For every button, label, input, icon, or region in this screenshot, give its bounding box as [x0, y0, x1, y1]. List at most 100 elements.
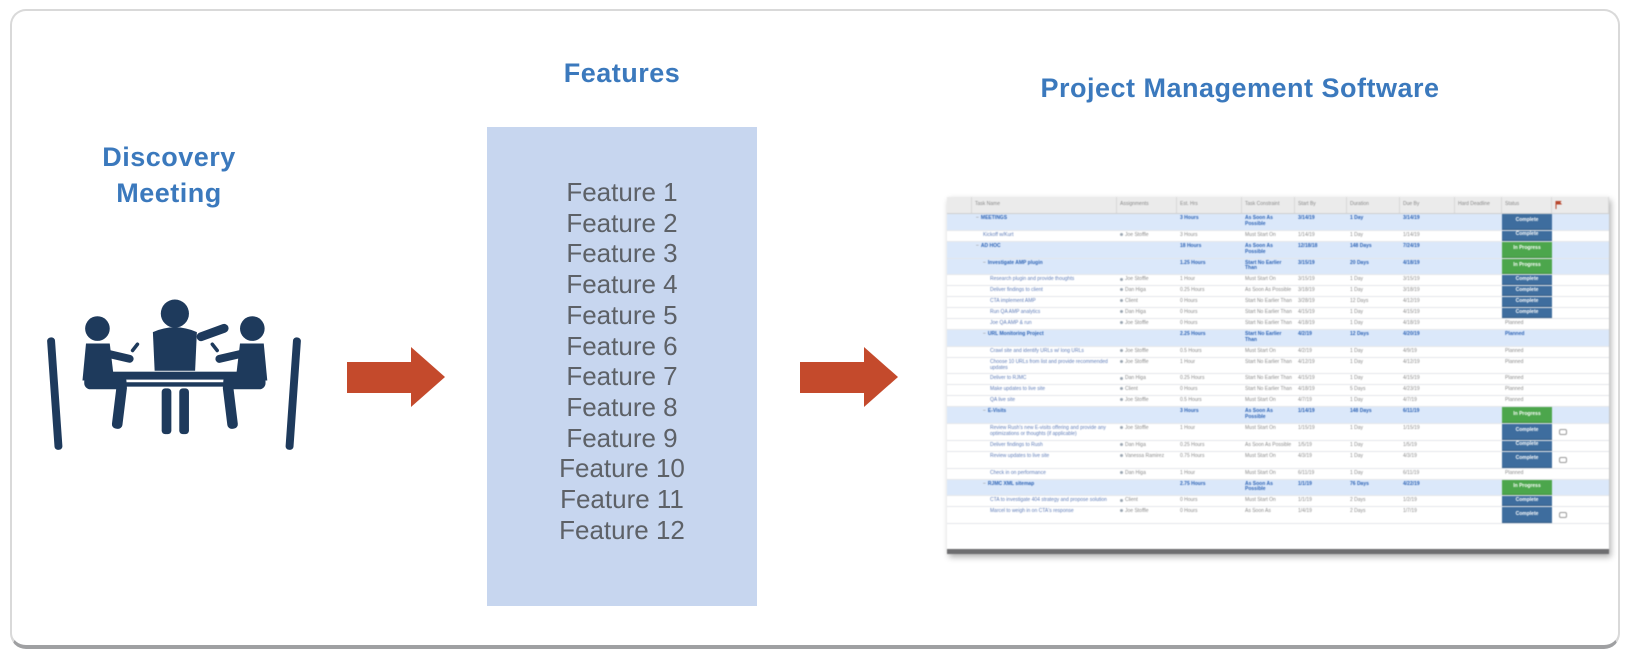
table-cell: −Investigate AMP plugin: [983, 259, 1043, 266]
table-cell: [1552, 469, 1609, 479]
table-cell: 4/20/19: [1403, 330, 1420, 337]
table-column-header: Est. Hrs: [1177, 197, 1242, 213]
table-cell: [1552, 480, 1609, 496]
status-badge: Complete: [1502, 297, 1552, 308]
table-cell: 1/14/19: [1298, 231, 1315, 238]
table-column-header: Assignments: [1117, 197, 1177, 213]
table-cell: Start No Earlier Than: [1245, 319, 1292, 326]
table-cell: 1 Day: [1350, 375, 1364, 382]
table-cell: 1/14/19: [1298, 408, 1315, 415]
table-cell: [947, 496, 972, 506]
feature-list-item: Feature 2: [566, 207, 678, 238]
feature-list-item: Feature 7: [566, 361, 678, 392]
table-cell: 20 Days: [1350, 259, 1369, 266]
table-cell: 1 Day: [1350, 215, 1364, 221]
table-column-header: Due By: [1400, 197, 1455, 213]
table-row: CTA to investigate 404 strategy and prop…: [947, 496, 1609, 508]
table-cell: Must Start On: [1245, 347, 1276, 354]
table-cell: As Soon As Possible: [1245, 408, 1273, 421]
avatar-icon: [1120, 288, 1123, 292]
table-cell: [1552, 242, 1609, 258]
table-cell: Dan Higa: [1117, 308, 1177, 318]
table-cell: [947, 242, 972, 258]
discovery-meeting-title: Discovery Meeting: [102, 142, 236, 208]
table-cell: Start No Earlier Than: [1245, 375, 1292, 382]
table-cell: 1 Hour: [1180, 358, 1196, 365]
table-cell: [947, 441, 972, 451]
feature-list-item: Feature 12: [559, 514, 685, 545]
table-cell: Joe Stoffle: [1117, 358, 1177, 374]
table-cell: [1455, 275, 1502, 285]
table-cell: As Soon As Possible: [1245, 242, 1273, 255]
table-cell: [1117, 480, 1177, 496]
table-cell: [1552, 214, 1609, 230]
table-cell: [947, 214, 972, 230]
table-column-header: Status: [1502, 197, 1552, 213]
table-cell: [947, 507, 972, 523]
avatar-icon: [1120, 359, 1123, 363]
table-cell: Marcel to weigh in on CTA's response: [990, 508, 1074, 515]
status-badge: In Progress: [1502, 258, 1552, 275]
table-cell: 6/11/19: [1403, 469, 1420, 476]
table-cell: 2 Days: [1350, 497, 1366, 504]
table-cell: 4/12/19: [1403, 358, 1420, 365]
status-badge: Planned: [1505, 358, 1524, 365]
table-cell: 3/15/19: [1298, 276, 1315, 283]
table-cell: [947, 374, 972, 384]
status-badge: Planned: [1505, 469, 1524, 476]
avatar-icon: [1120, 232, 1123, 236]
status-badge: In Progress: [1502, 479, 1552, 496]
table-column-header: Task Constraint: [1242, 197, 1295, 213]
table-cell: 1.25 Hours: [1180, 259, 1206, 266]
table-cell: 3/15/19: [1403, 276, 1420, 283]
feature-list-item: Feature 3: [566, 238, 678, 269]
table-cell: [1552, 358, 1609, 374]
table-cell: Start No Earlier Than: [1245, 259, 1282, 272]
table-cell: Must Start On: [1245, 397, 1276, 404]
table-cell: As Soon As Possible: [1245, 215, 1273, 227]
table-cell: As Soon As Possible: [1245, 441, 1292, 448]
table-cell: [1552, 308, 1609, 318]
avatar-icon: [1120, 453, 1123, 457]
table-cell: Client: [1117, 385, 1177, 395]
table-cell: Dan Higa: [1117, 469, 1177, 479]
table-cell: As Soon As Possible: [1245, 480, 1273, 493]
table-cell: 2.75 Hours: [1180, 480, 1206, 487]
flag-icon: [1552, 197, 1609, 213]
table-cell: [1552, 441, 1609, 451]
table-cell: Joe QA AMP & run: [990, 319, 1032, 326]
table-cell: [1552, 507, 1609, 523]
table-cell: Vanessa Ramirez: [1117, 452, 1177, 468]
table-cell: Must Start On: [1245, 452, 1276, 459]
table-cell: [947, 396, 972, 406]
table-cell: [947, 480, 972, 496]
table-cell: 1 Day: [1350, 397, 1364, 404]
table-cell: 148 Days: [1350, 408, 1372, 415]
avatar-icon: [1120, 376, 1123, 380]
table-cell: [1455, 396, 1502, 406]
status-badge: Complete: [1502, 423, 1552, 440]
table-cell: 0.25 Hours: [1180, 441, 1205, 448]
avatar-icon: [1120, 310, 1123, 314]
table-cell: [1552, 275, 1609, 285]
feature-list-item: Feature 10: [559, 453, 685, 484]
feature-list-item: Feature 8: [566, 391, 678, 422]
table-cell: Client: [1117, 496, 1177, 506]
table-cell: Must Start On: [1245, 231, 1276, 238]
avatar-icon: [1120, 321, 1123, 325]
table-cell: 2 Days: [1350, 508, 1366, 515]
table-cell: Must Start On: [1245, 424, 1276, 431]
table-column-header: Hard Deadline: [1455, 197, 1502, 213]
table-cell: 12 Days: [1350, 330, 1369, 337]
table-cell: Deliver findings to client: [990, 287, 1043, 294]
